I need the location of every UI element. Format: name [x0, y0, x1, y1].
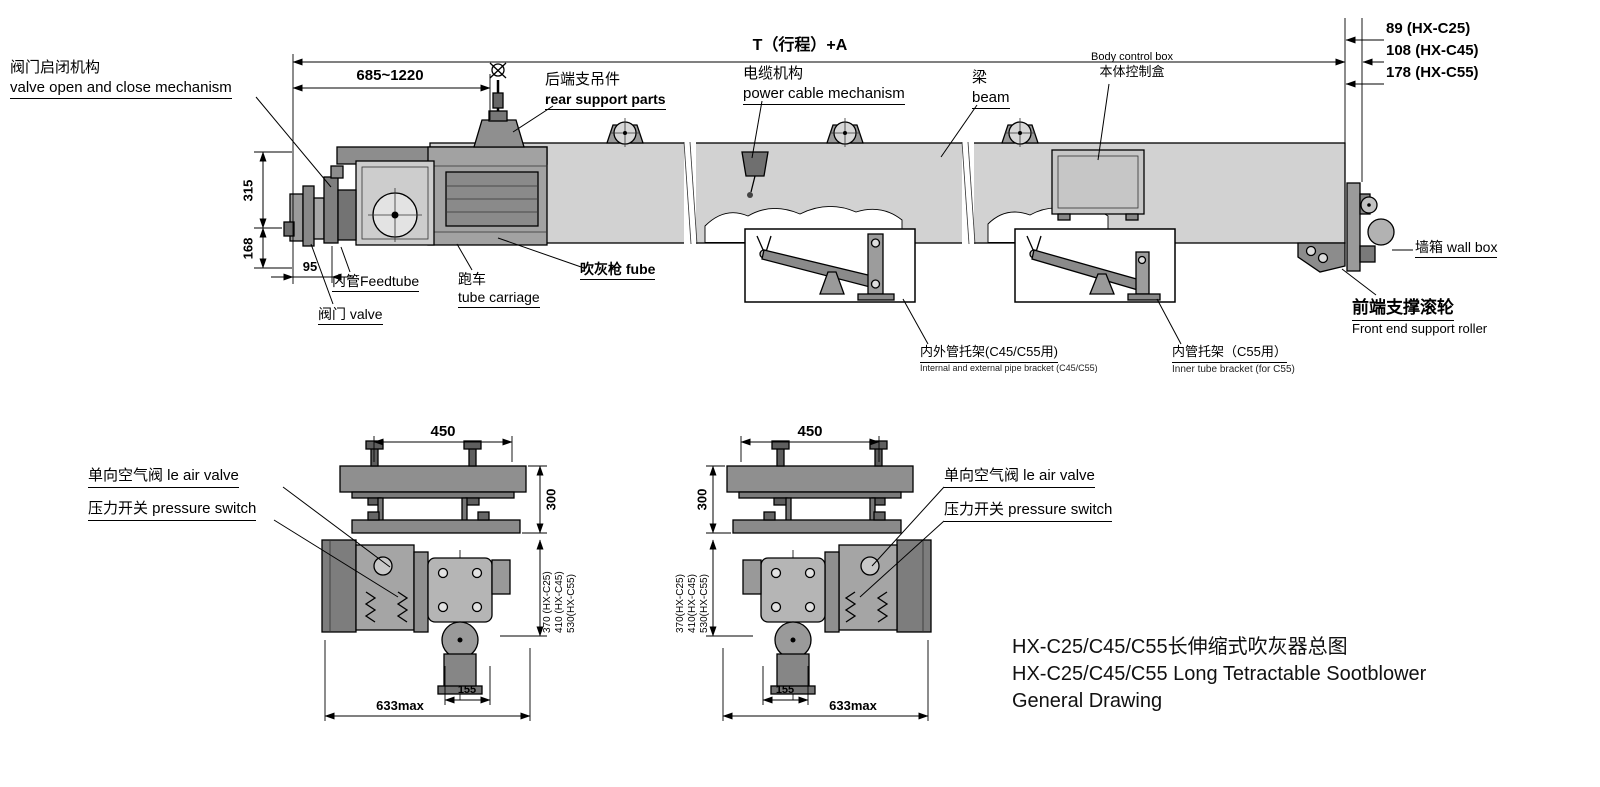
label-control-box-zh: 本体控制盒	[1099, 64, 1165, 80]
dim-offset-c55: 178 (HX-C55)	[1386, 64, 1479, 81]
dim-315: 315	[240, 179, 256, 202]
dim-633-right: 633max	[829, 698, 877, 713]
main-leader-lines	[255, 83, 1413, 345]
label-pressure-switch-left: 压力开关 pressure switch	[88, 499, 257, 521]
dim-rear-span: 685~1220	[356, 67, 424, 84]
label-bracket-inner-en: Inner tube bracket (for C55)	[1172, 363, 1295, 375]
drawing-title-zh: HX-C25/C45/C55长伸缩式吹灰器总图	[1012, 636, 1348, 658]
label-bracket-outer-zh: 内外管托架(C45/C55用)	[920, 344, 1058, 363]
label-valve-mechanism: 阀门启闭机构 valve open and close mechanism	[10, 58, 232, 99]
label-soot-gun: 吹灰枪 fube	[580, 260, 656, 281]
label-tube-carriage: 跑车 tube carriage	[458, 270, 540, 309]
power-cable-part	[741, 151, 769, 198]
inset-bracket-outer-part	[744, 228, 916, 303]
inset-bracket-inner-part	[1014, 228, 1176, 303]
label-power-cable-zh: 电缆机构	[743, 65, 804, 82]
dim-offset-c45: 108 (HX-C45)	[1386, 42, 1479, 59]
label-front-roller-zh: 前端支撑滚轮	[1352, 297, 1454, 322]
label-tube-carriage-zh: 跑车	[458, 271, 486, 287]
label-rear-support-en: rear support parts	[545, 90, 666, 110]
drawing-title-en1: HX-C25/C45/C55 Long Tetractable Sootblow…	[1012, 663, 1427, 685]
dim-450-left: 450	[430, 423, 456, 440]
label-power-cable: 电缆机构 power cable mechanism	[743, 64, 905, 105]
section-view-left	[273, 436, 547, 721]
label-valve-mechanism-zh: 阀门启闭机构	[10, 59, 101, 76]
dim-155-left: 155	[457, 684, 477, 696]
label-front-roller-en: Front end support roller	[1352, 321, 1488, 337]
dim-heights-left: 370 (HX-C25) 410 (HX-C45) 530(HX-C55)	[542, 571, 577, 633]
dim-300-right: 300	[694, 488, 710, 511]
label-feed-tube: 内管Feedtube	[332, 272, 420, 293]
dim-offsets: 89 (HX-C25) 108 (HX-C45) 178 (HX-C55)	[1386, 18, 1479, 84]
label-control-box-en: Body control box	[1091, 51, 1173, 63]
label-wall-box: 墙箱 wall box	[1415, 238, 1498, 259]
front-roller-part	[1346, 182, 1395, 272]
label-bracket-outer: 内外管托架(C45/C55用) Internal and external pi…	[920, 342, 1098, 375]
label-rear-support-zh: 后端支吊件	[545, 71, 621, 88]
label-air-valve-left: 单向空气阀 le air valve	[88, 466, 239, 488]
label-beam-zh: 梁	[972, 69, 988, 86]
label-beam: 梁 beam	[972, 68, 1010, 109]
label-bracket-inner: 内管托架（C55用） Inner tube bracket (for C55)	[1172, 342, 1295, 376]
main-dimension-lines	[254, 18, 1384, 284]
dim-168: 168	[240, 237, 256, 260]
label-front-roller: 前端支撑滚轮 Front end support roller	[1352, 297, 1487, 338]
label-bracket-inner-zh: 内管托架（C55用）	[1172, 344, 1287, 363]
label-valve-mechanism-en: valve open and close mechanism	[10, 78, 232, 99]
control-box-part	[1051, 149, 1145, 221]
label-air-valve-right: 单向空气阀 le air valve	[944, 466, 1095, 488]
label-control-box: Body control box 本体控制盒	[1072, 50, 1192, 81]
dim-155-right: 155	[775, 684, 795, 696]
label-pressure-switch-right: 压力开关 pressure switch	[944, 500, 1113, 522]
dim-300-left: 300	[543, 488, 559, 511]
dim-heights-right: 370(HX-C25) 410(HX-C45) 530(HX-C55)	[675, 574, 710, 633]
section-view-right	[706, 436, 945, 721]
label-rear-support: 后端支吊件 rear support parts	[545, 70, 666, 110]
carriage-assembly-part	[283, 146, 548, 247]
label-tube-carriage-en: tube carriage	[458, 288, 540, 309]
dim-95: 95	[302, 259, 318, 274]
label-valve: 阀门 valve	[318, 305, 383, 326]
label-beam-en: beam	[972, 88, 1010, 109]
rear-support-part	[473, 62, 525, 148]
label-power-cable-en: power cable mechanism	[743, 84, 905, 105]
dim-450-right: 450	[797, 423, 823, 440]
wall-box-part	[1297, 242, 1346, 273]
drawing-title: HX-C25/C45/C55长伸缩式吹灰器总图 HX-C25/C45/C55 L…	[1012, 634, 1426, 715]
dim-633-left: 633max	[376, 698, 424, 713]
drawing-title-en2: General Drawing	[1012, 690, 1163, 712]
label-bracket-outer-en: Internal and external pipe bracket (C45/…	[920, 362, 1098, 373]
dim-offset-c25: 89 (HX-C25)	[1386, 20, 1471, 37]
dim-travel: T（行程）+A	[752, 37, 848, 54]
